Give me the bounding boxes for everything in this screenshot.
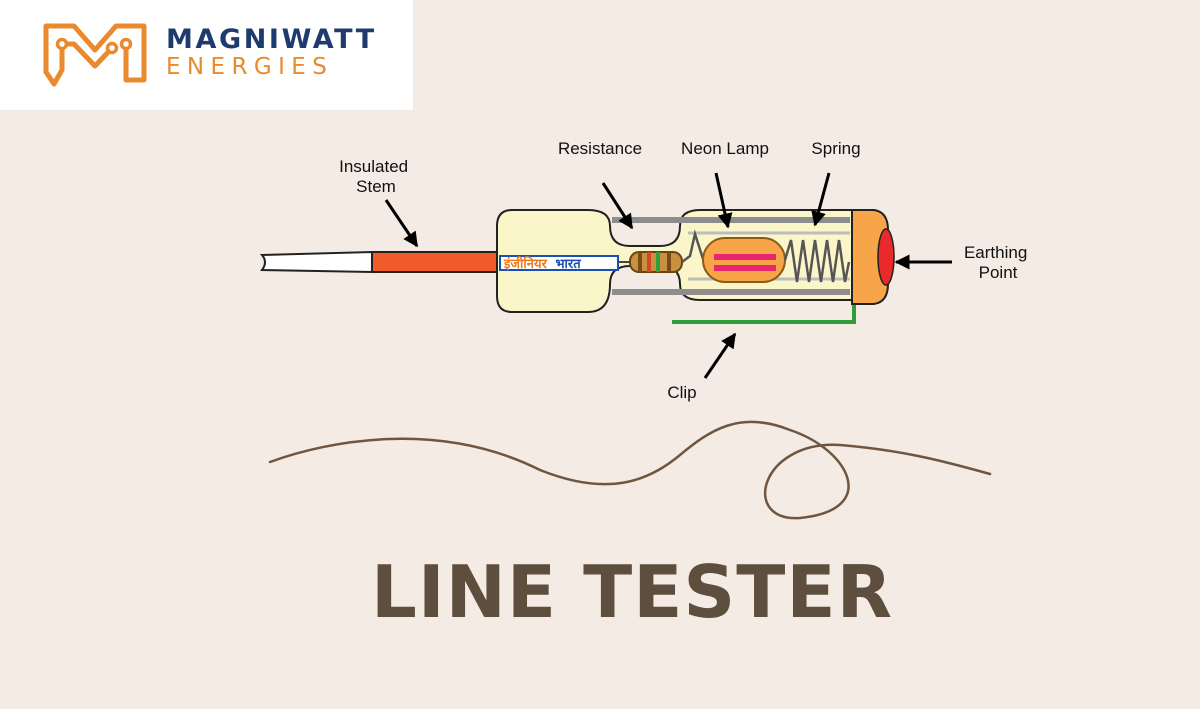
earthing-point (877, 228, 895, 286)
page-title: LINE TESTER (370, 550, 894, 634)
brand-name: MAGNIWATT (166, 24, 377, 55)
handle-text-1: इंजीनियर (503, 256, 548, 272)
handle-text-2: भारत (555, 257, 581, 272)
label-resistance: Resistance (558, 139, 642, 158)
label-neon-lamp: Neon Lamp (681, 139, 769, 158)
blade-tip (259, 250, 373, 274)
svg-text:इंजीनियर भारत: इंजीनियर भारत (503, 256, 581, 272)
arrow-spring (811, 172, 831, 227)
label-earthing-point: Earthing Point (964, 243, 1032, 282)
label-spring: Spring (811, 139, 860, 158)
magniwatt-logo-icon (43, 23, 147, 87)
arrow-neon-lamp (714, 172, 733, 229)
label-clip: Clip (667, 383, 696, 402)
spring (783, 239, 851, 283)
decorative-wire (268, 420, 992, 520)
arrow-insulated-stem (384, 199, 419, 248)
label-insulated-stem: Insulated Stem (339, 157, 413, 196)
brand-subtitle: ENERGIES (166, 54, 334, 80)
arrow-resistance (601, 182, 634, 230)
insulated-stem (371, 251, 501, 273)
logo-panel: MAGNIWATT ENERGIES (0, 0, 413, 110)
arrow-clip (703, 332, 737, 379)
